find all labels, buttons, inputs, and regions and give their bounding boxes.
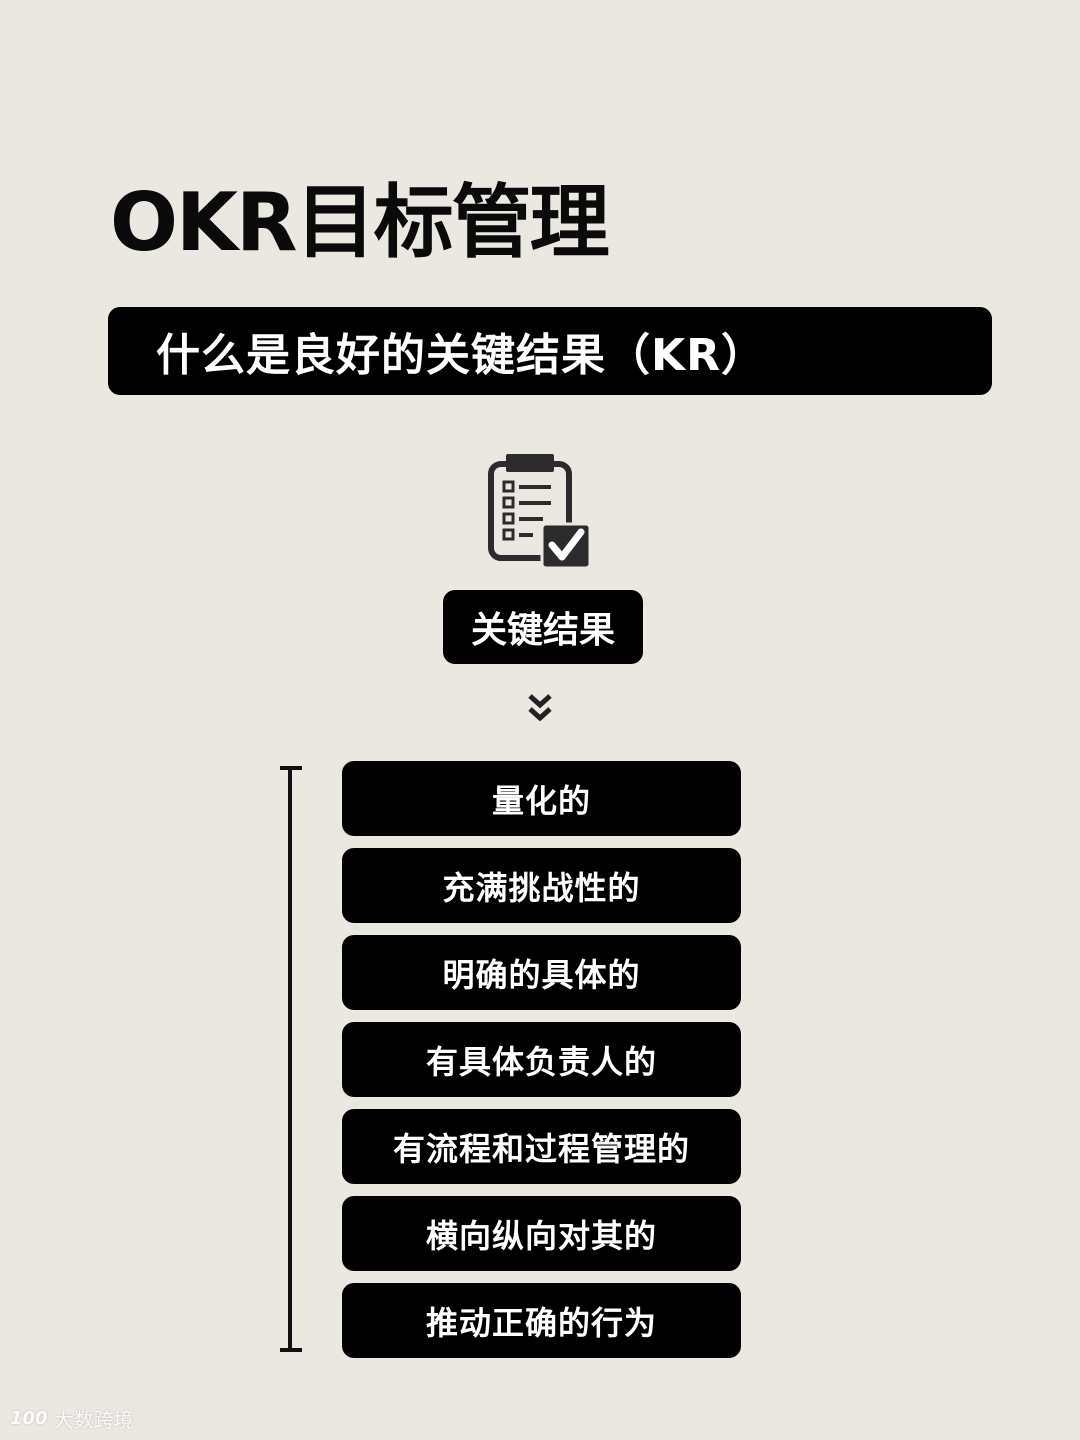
bracket-cap-bottom xyxy=(280,1348,302,1352)
subtitle-text: 什么是良好的关键结果（KR） xyxy=(156,330,766,381)
list-item-label: 充满挑战性的 xyxy=(442,868,641,907)
list-item: 充满挑战性的 xyxy=(342,848,741,923)
clipboard-checklist-icon xyxy=(488,452,592,570)
double-chevron-down-icon xyxy=(526,692,554,724)
list-item: 横向纵向对其的 xyxy=(342,1196,741,1271)
watermark: 100 大数跨境 xyxy=(10,1404,134,1433)
key-results-label: 关键结果 xyxy=(470,610,615,651)
list-item: 有具体负责人的 xyxy=(342,1022,741,1097)
watermark-text: 大数跨境 xyxy=(53,1408,134,1432)
page-title: OKR目标管理 xyxy=(110,176,610,269)
list-item-label: 有流程和过程管理的 xyxy=(392,1129,690,1168)
list-item: 量化的 xyxy=(342,761,741,836)
list-item: 推动正确的行为 xyxy=(342,1283,741,1358)
list-item: 有流程和过程管理的 xyxy=(342,1109,741,1184)
watermark-logo-icon: 100 xyxy=(10,1408,48,1429)
bracket-cap-top xyxy=(280,766,302,770)
list-item-label: 横向纵向对其的 xyxy=(425,1216,657,1255)
list-item-label: 量化的 xyxy=(491,781,591,820)
list-item: 明确的具体的 xyxy=(342,935,741,1010)
subtitle-banner: 什么是良好的关键结果（KR） xyxy=(108,307,992,395)
list-item-label: 有具体负责人的 xyxy=(425,1042,657,1081)
bracket-line xyxy=(288,766,292,1352)
key-results-badge: 关键结果 xyxy=(443,590,643,664)
list-item-label: 推动正确的行为 xyxy=(425,1303,657,1342)
list-item-label: 明确的具体的 xyxy=(442,955,641,994)
key-result-traits-list: 量化的 充满挑战性的 明确的具体的 有具体负责人的 有流程和过程管理的 横向纵向… xyxy=(342,761,741,1358)
